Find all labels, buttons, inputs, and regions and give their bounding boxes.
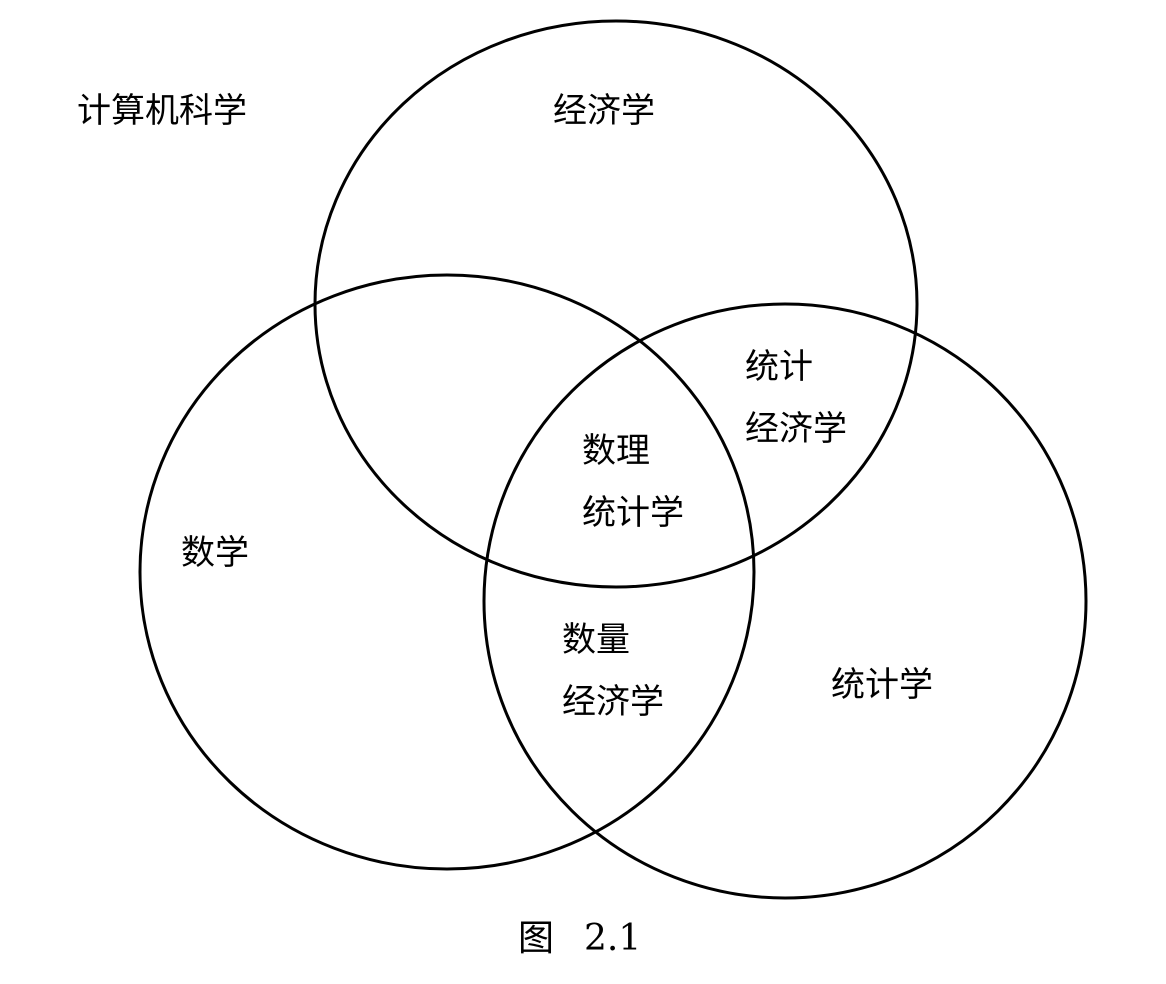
figure-caption: 图 2.1 [518, 921, 641, 957]
label-line: 经济学 [745, 409, 847, 449]
caption-number: 2.1 [584, 918, 642, 959]
label-quantitative-economics: 数量 经济学 [562, 623, 664, 719]
label-computer-science: 计算机科学 [77, 94, 247, 128]
label-mathematics-text: 数学 [181, 533, 249, 573]
label-line: 统计 [745, 347, 813, 387]
label-statistics: 统计学 [831, 668, 933, 702]
label-line: 数理 [582, 431, 650, 471]
label-statistics-text: 统计学 [831, 665, 933, 705]
label-mathematics: 数学 [181, 536, 249, 570]
label-line: 统计学 [582, 493, 684, 533]
label-mathematical-statistics: 数理 统计学 [582, 434, 684, 530]
label-economics: 经济学 [553, 94, 655, 128]
circle-mathematics [138, 273, 756, 871]
circle-statistics [482, 302, 1088, 900]
label-economics-text: 经济学 [553, 91, 655, 131]
label-computer-science-text: 计算机科学 [77, 91, 247, 131]
label-line: 经济学 [562, 682, 664, 722]
label-statistical-economics: 统计 经济学 [745, 350, 847, 446]
caption-prefix: 图 [518, 918, 555, 959]
label-line: 数量 [562, 620, 630, 660]
